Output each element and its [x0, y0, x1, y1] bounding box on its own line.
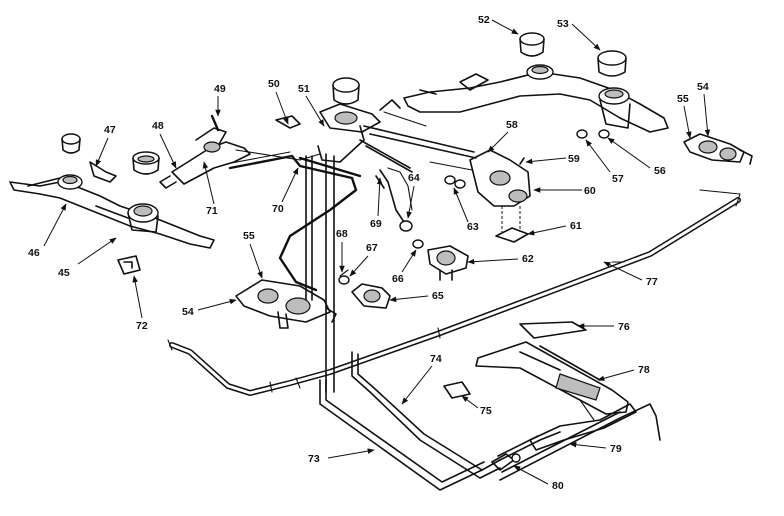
callout-46: 46 [28, 203, 67, 259]
svg-text:55: 55 [243, 230, 255, 242]
left-bracket-47 [89, 161, 117, 183]
svg-text:49: 49 [214, 83, 226, 95]
callout-62: 62 [467, 253, 534, 265]
svg-text:72: 72 [136, 320, 148, 332]
center-top-burner [275, 77, 401, 133]
callout-61: 61 [527, 220, 582, 236]
callout-58: 58 [487, 119, 518, 153]
callout-68: 68 [336, 228, 348, 273]
svg-text:48: 48 [152, 120, 164, 132]
left-rear-burner-cap [132, 151, 160, 175]
svg-text:65: 65 [432, 290, 444, 302]
callout-60: 60 [533, 185, 596, 197]
svg-text:54: 54 [182, 306, 194, 318]
center-burner-tubes [225, 125, 365, 393]
svg-text:74: 74 [430, 353, 442, 365]
svg-text:50: 50 [268, 78, 280, 90]
left-burner-cap [61, 133, 81, 154]
callout-71: 71 [202, 161, 218, 217]
svg-text:69: 69 [370, 218, 382, 230]
callout-73: 73 [308, 448, 375, 465]
oven-burner-78 [475, 321, 637, 451]
svg-text:75: 75 [480, 405, 492, 417]
burner-clip [117, 255, 141, 275]
svg-text:57: 57 [612, 173, 624, 185]
svg-text:53: 53 [557, 18, 569, 30]
callout-69: 69 [370, 177, 383, 230]
svg-text:68: 68 [336, 228, 348, 240]
right-valve-54 [683, 133, 753, 165]
left-valve-48-71 [159, 114, 321, 189]
callout-79: 79 [569, 441, 622, 455]
callout-55-left: 55 [243, 230, 263, 279]
svg-text:70: 70 [272, 203, 284, 215]
svg-text:76: 76 [618, 321, 630, 333]
lower-supply-pipes-73-74 [319, 351, 661, 491]
svg-text:78: 78 [638, 364, 650, 376]
svg-text:59: 59 [568, 153, 580, 165]
svg-text:45: 45 [58, 267, 70, 279]
callout-80: 80 [513, 465, 564, 492]
left-valve-54-55 [235, 279, 337, 329]
svg-text:71: 71 [206, 205, 218, 217]
svg-text:60: 60 [584, 185, 596, 197]
left-burner-assembly [9, 174, 215, 249]
callout-63: 63 [453, 187, 479, 233]
callout-75: 75 [461, 395, 492, 417]
callout-55-right: 55 [677, 93, 692, 139]
callout-76: 76 [577, 321, 630, 333]
callout-77: 77 [603, 261, 658, 288]
callout-78: 78 [597, 364, 650, 382]
callout-52: 52 [478, 14, 519, 35]
callout-66: 66 [392, 249, 417, 285]
callout-45: 45 [58, 237, 117, 279]
svg-text:73: 73 [308, 453, 320, 465]
callout-48: 48 [152, 120, 177, 169]
svg-text:56: 56 [654, 165, 666, 177]
svg-text:79: 79 [610, 443, 622, 455]
svg-text:58: 58 [506, 119, 518, 131]
center-cross-rods [359, 111, 477, 173]
svg-text:67: 67 [366, 242, 378, 254]
svg-text:51: 51 [298, 83, 310, 95]
svg-text:77: 77 [646, 276, 658, 288]
callout-54-right: 54 [697, 81, 711, 137]
svg-text:46: 46 [28, 247, 40, 259]
callout-59: 59 [525, 153, 580, 165]
svg-text:52: 52 [478, 14, 490, 26]
svg-text:62: 62 [522, 253, 534, 265]
callout-64: 64 [406, 172, 420, 219]
callout-47: 47 [95, 124, 116, 167]
thermostat-62 [412, 239, 469, 281]
svg-text:47: 47 [104, 124, 116, 136]
callout-57: 57 [585, 139, 624, 185]
svg-text:64: 64 [408, 172, 420, 184]
gas-manifold-pipe [167, 189, 741, 396]
callout-74: 74 [401, 353, 442, 405]
pipe-fitting-80 [491, 453, 521, 471]
callout-54-left: 54 [182, 298, 237, 318]
center-valve-58-61 [429, 149, 531, 243]
callout-51: 51 [298, 83, 325, 127]
svg-text:61: 61 [570, 220, 582, 232]
callout-49: 49 [214, 83, 226, 117]
right-burner-assembly [403, 32, 669, 139]
callout-72: 72 [132, 275, 148, 332]
svg-text:80: 80 [552, 480, 564, 492]
svg-text:54: 54 [697, 81, 709, 93]
callout-70: 70 [272, 167, 299, 215]
svg-text:55: 55 [677, 93, 689, 105]
burner-clip-75 [443, 381, 471, 399]
svg-text:66: 66 [392, 273, 404, 285]
fitting-65-67 [338, 269, 391, 309]
callout-67: 67 [349, 242, 378, 277]
callout-53: 53 [557, 18, 601, 51]
callout-50: 50 [268, 78, 289, 125]
callout-56: 56 [607, 137, 666, 177]
svg-text:63: 63 [467, 221, 479, 233]
callout-65: 65 [389, 290, 444, 303]
